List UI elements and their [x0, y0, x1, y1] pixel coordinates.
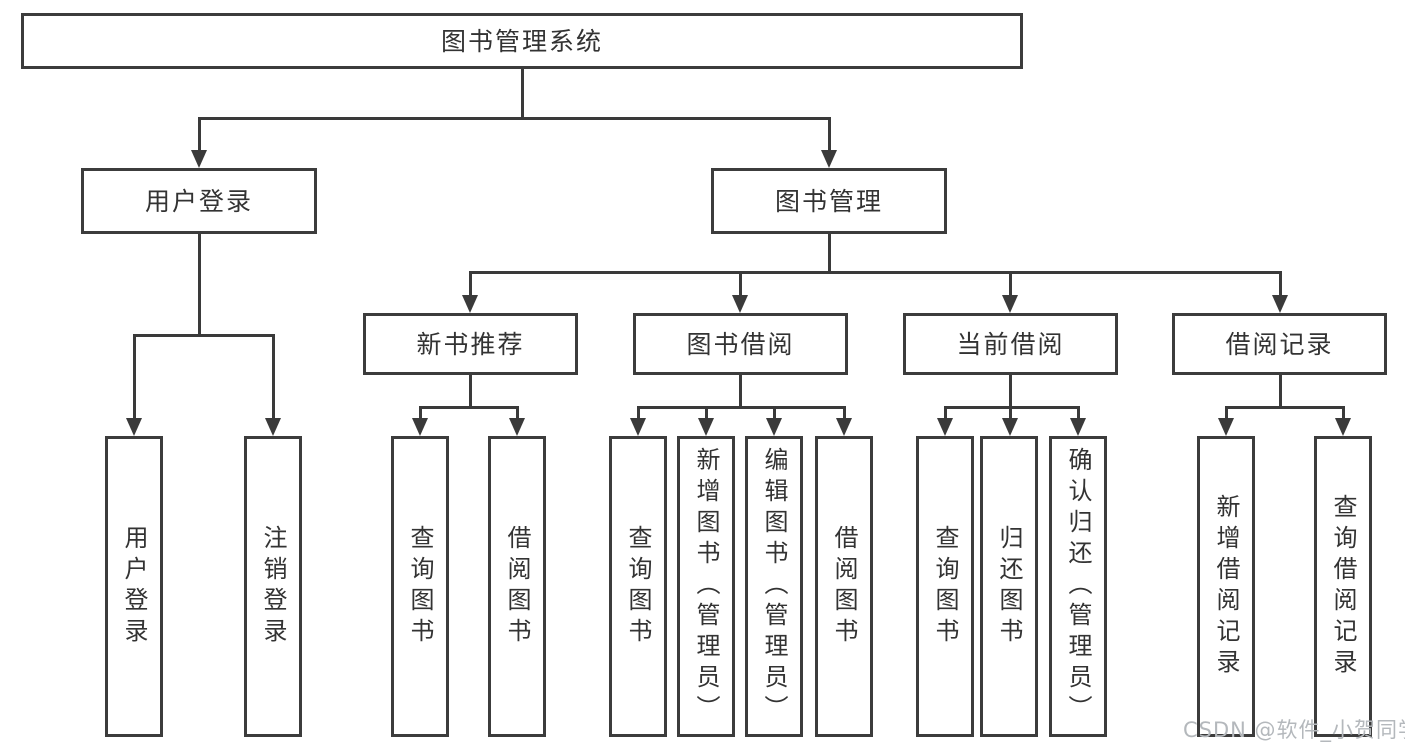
node-label: 图书借阅	[686, 329, 795, 359]
connector-shaft	[1279, 271, 1282, 295]
leaf-logout: 注销登录	[244, 436, 302, 737]
arrow-down-icon	[821, 150, 837, 168]
node-label: 图书管理	[774, 186, 883, 216]
arrow-down-icon	[630, 418, 646, 436]
connector-user-login-junction	[133, 334, 275, 337]
arrow-down-icon	[126, 418, 142, 436]
leaf-label: 查询借阅记录	[1329, 493, 1357, 680]
leaf-label: 查询图书	[931, 524, 959, 649]
connector-user-login-stem	[198, 234, 201, 335]
connector-shaft	[828, 117, 831, 150]
leaf-label: 注销登录	[259, 524, 287, 649]
leaf-confirm-return-admin: 确认归还（管理员）	[1049, 436, 1107, 737]
leaf-borrow-books-recommend: 借阅图书	[488, 436, 546, 737]
connector-stem	[1009, 375, 1012, 408]
leaf-label: 查询图书	[624, 524, 652, 649]
arrow-down-icon	[509, 418, 525, 436]
connector-shaft	[944, 406, 947, 418]
node-label: 借阅记录	[1225, 329, 1334, 359]
leaf-label: 用户登录	[120, 524, 148, 649]
leaf-label: 借阅图书	[830, 524, 858, 649]
connector-shaft	[773, 406, 776, 418]
connector-shaft	[705, 406, 708, 418]
connector-shaft	[1009, 406, 1012, 418]
connector-level3-junction	[469, 271, 1282, 274]
arrow-down-icon	[1335, 418, 1351, 436]
connector-shaft	[1009, 271, 1012, 295]
arrow-down-icon	[1070, 418, 1086, 436]
connector-leaf-junction	[1225, 406, 1345, 409]
arrow-down-icon	[836, 418, 852, 436]
arrow-down-icon	[732, 295, 748, 313]
connector-shaft	[419, 406, 422, 418]
node-label: 用户登录	[144, 186, 253, 216]
leaf-label: 编辑图书（管理员）	[760, 447, 788, 726]
arrow-down-icon	[766, 418, 782, 436]
leaf-label: 新增图书（管理员）	[692, 447, 720, 726]
leaf-query-books-recommend: 查询图书	[391, 436, 449, 737]
node-label: 图书管理系统	[440, 26, 603, 56]
leaf-query-books-borrow: 查询图书	[609, 436, 667, 737]
node-library-management-system: 图书管理系统	[21, 13, 1023, 69]
connector-shaft	[516, 406, 519, 418]
connector-shaft	[272, 334, 275, 418]
arrow-down-icon	[1218, 418, 1234, 436]
leaf-label: 新增借阅记录	[1212, 493, 1240, 680]
connector-level1-junction	[198, 117, 830, 120]
node-book-management: 图书管理	[711, 168, 947, 234]
arrow-down-icon	[937, 418, 953, 436]
arrow-down-icon	[1272, 295, 1288, 313]
arrow-down-icon	[265, 418, 281, 436]
connector-shaft	[1225, 406, 1228, 418]
arrow-down-icon	[1002, 295, 1018, 313]
connector-leaf-junction	[637, 406, 846, 409]
node-current-borrow: 当前借阅	[903, 313, 1118, 375]
leaf-label: 归还图书	[995, 524, 1023, 649]
connector-shaft	[469, 271, 472, 295]
connector-stem	[739, 375, 742, 408]
leaf-user-login: 用户登录	[105, 436, 163, 737]
leaf-label: 借阅图书	[503, 524, 531, 649]
connector-shaft	[198, 117, 201, 150]
connector-leaf-junction	[944, 406, 1080, 409]
connector-shaft	[843, 406, 846, 418]
arrow-down-icon	[412, 418, 428, 436]
leaf-label: 确认归还（管理员）	[1064, 447, 1092, 726]
leaf-label: 查询图书	[406, 524, 434, 649]
arrow-down-icon	[191, 150, 207, 168]
connector-shaft	[133, 334, 136, 418]
arrow-down-icon	[462, 295, 478, 313]
node-label: 当前借阅	[956, 329, 1065, 359]
leaf-add-borrow-record: 新增借阅记录	[1197, 436, 1255, 737]
connector-stem	[1279, 375, 1282, 408]
leaf-query-books-current: 查询图书	[916, 436, 974, 737]
connector-shaft	[637, 406, 640, 418]
leaf-query-borrow-record: 查询借阅记录	[1314, 436, 1372, 737]
leaf-borrow-books: 借阅图书	[815, 436, 873, 737]
connector-stem	[469, 375, 472, 408]
connector-shaft	[1077, 406, 1080, 418]
arrow-down-icon	[698, 418, 714, 436]
connector-leaf-junction	[419, 406, 519, 409]
connector-shaft	[1342, 406, 1345, 418]
node-user-login: 用户登录	[81, 168, 317, 234]
node-book-borrow: 图书借阅	[633, 313, 848, 375]
connector-root-stem	[521, 69, 524, 117]
node-borrow-records: 借阅记录	[1172, 313, 1387, 375]
connector-book-mgmt-stem	[828, 234, 831, 273]
leaf-return-books: 归还图书	[980, 436, 1038, 737]
node-new-book-recommend: 新书推荐	[363, 313, 578, 375]
node-label: 新书推荐	[416, 329, 525, 359]
connector-shaft	[739, 271, 742, 295]
csdn-watermark: CSDN @软件_小贺同学	[1183, 718, 1405, 742]
arrow-down-icon	[1002, 418, 1018, 436]
leaf-add-books-admin: 新增图书（管理员）	[677, 436, 735, 737]
leaf-edit-books-admin: 编辑图书（管理员）	[745, 436, 803, 737]
